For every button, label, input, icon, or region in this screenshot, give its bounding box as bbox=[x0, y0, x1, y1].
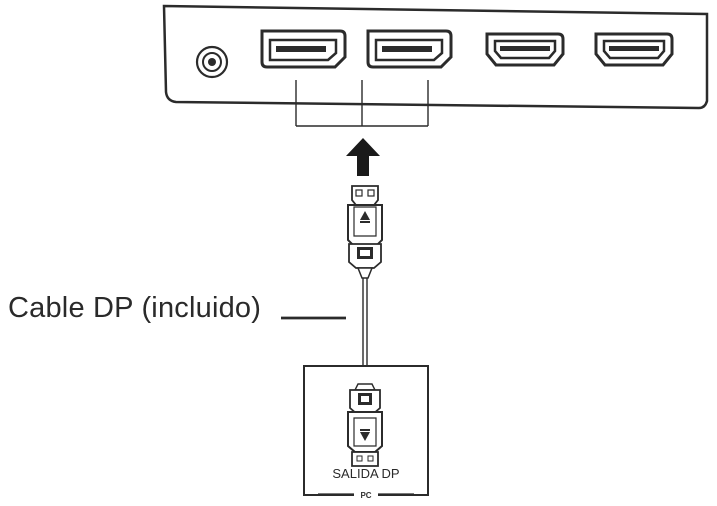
audio-jack-icon bbox=[195, 45, 229, 79]
cable-label: Cable DP (incluido) bbox=[8, 292, 262, 324]
pc-port-label: SALIDA DP bbox=[332, 466, 400, 481]
monitor-hdmi-port-2[interactable] bbox=[594, 32, 674, 67]
cable-plug-monitor-end bbox=[347, 185, 383, 279]
up-arrow-icon bbox=[346, 138, 380, 176]
pc-label: PC bbox=[354, 491, 378, 500]
cable-plug-pc-end bbox=[347, 383, 383, 467]
monitor-displayport-1[interactable] bbox=[260, 29, 347, 69]
monitor-displayport-2[interactable] bbox=[366, 29, 453, 69]
monitor-hdmi-port-1[interactable] bbox=[485, 32, 565, 67]
port-bracket bbox=[295, 80, 429, 127]
